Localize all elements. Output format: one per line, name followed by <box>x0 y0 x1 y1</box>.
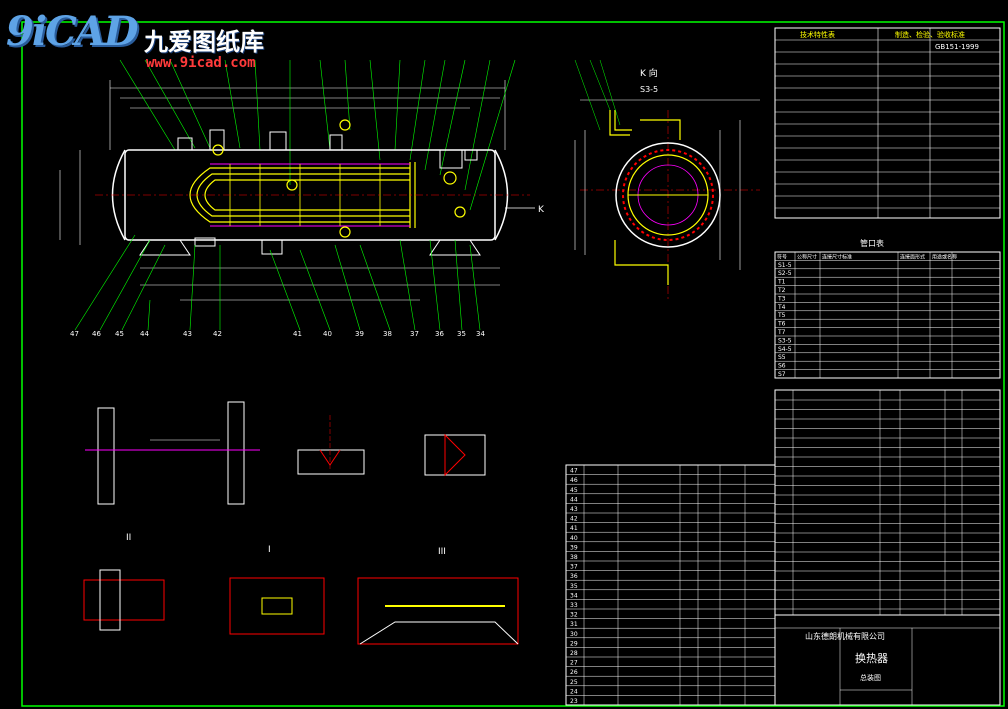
nozzle-symbol: S4-5 <box>778 346 792 353</box>
part-number: 39 <box>570 544 578 551</box>
nozzle-header: 公称尺寸 <box>797 253 817 260</box>
part-number: 43 <box>570 506 578 513</box>
detail-II: II <box>126 533 131 543</box>
nozzle-symbol: T3 <box>777 295 786 302</box>
part-number: 36 <box>570 573 578 580</box>
part-number: 28 <box>570 650 578 657</box>
svg-text:44: 44 <box>140 330 149 338</box>
part-number: 38 <box>570 554 578 561</box>
section-view-label: K 向 <box>640 67 658 79</box>
nozzle-symbol: T7 <box>777 329 786 336</box>
nozzle-symbol: T5 <box>777 312 786 319</box>
part-number: 35 <box>570 583 578 590</box>
watermark-url: www.9icad.com <box>146 55 256 71</box>
part-number: 24 <box>570 688 578 695</box>
svg-text:47: 47 <box>70 330 79 338</box>
part-number: 27 <box>570 660 578 667</box>
part-number: 46 <box>570 477 578 484</box>
sheet-name: 总装图 <box>860 673 881 682</box>
drawing-border <box>21 21 1005 707</box>
detail-views: II I III <box>83 401 519 645</box>
parts-list-left: 47 46 45 44 43 42 41 40 39 38 37 36 35 34 33 32 31 30 29 28… <box>565 464 776 706</box>
watermark-logo-mark: 9iCAD <box>6 8 139 55</box>
svg-text:35: 35 <box>457 330 466 338</box>
watermark-site-name: 九爱图纸库 <box>144 28 264 56</box>
svg-text:41: 41 <box>293 330 302 338</box>
svg-text:40: 40 <box>323 330 332 338</box>
part-number: 44 <box>570 496 578 503</box>
svg-text:43: 43 <box>183 330 192 338</box>
nozzle-symbol: S7 <box>778 371 786 378</box>
svg-text:39: 39 <box>355 330 364 338</box>
company-name: 山东德朗机械有限公司 <box>805 631 885 641</box>
tech-table-title: 技术特性表 <box>800 30 835 39</box>
nozzle-table: 管口表 符号 公称尺寸连接尺寸标准 连接面形式用途或名称 S1-5S2-5T1T2T3… <box>774 238 1001 379</box>
svg-text:38: 38 <box>383 330 392 338</box>
detail-I: I <box>268 545 271 555</box>
svg-text:36: 36 <box>435 330 444 338</box>
nozzle-header: 连接面形式 <box>900 253 925 260</box>
nozzle-symbol: S3-5 <box>778 337 792 344</box>
part-number: 30 <box>570 631 578 638</box>
end-view: K 向 S3-5 <box>574 59 760 300</box>
parts-list-right <box>774 389 1001 616</box>
part-number: 29 <box>570 640 578 647</box>
part-number: 26 <box>570 669 578 676</box>
svg-text:46: 46 <box>92 330 101 338</box>
part-number: 37 <box>570 564 578 571</box>
svg-text:45: 45 <box>115 330 124 338</box>
title-block: 山东德朗机械有限公司 换热器 总装图 <box>774 614 1001 706</box>
exchanger-elevation: 47 46 45 44 43 42 41 40 39 38 37 36 35 34 K <box>59 59 545 338</box>
part-number: 23 <box>570 698 578 705</box>
part-number: 47 <box>570 468 578 475</box>
nozzle-symbol: S5 <box>778 354 786 361</box>
part-number: 31 <box>570 621 578 628</box>
nozzle-symbol: S6 <box>778 363 786 370</box>
nozzle-symbol: T1 <box>777 279 786 286</box>
svg-text:42: 42 <box>213 330 222 338</box>
tech-spec-table: 技术特性表 制造、检验、验收标准 GB151-1999 <box>774 27 1001 219</box>
drawing-name: 换热器 <box>855 651 888 665</box>
nozzle-symbol: S2-5 <box>778 270 792 277</box>
part-number: 32 <box>570 612 578 619</box>
tech-table-header2: 制造、检验、验收标准 <box>895 30 965 39</box>
part-number: 45 <box>570 487 578 494</box>
part-number: 40 <box>570 535 578 542</box>
detail-III: III <box>438 547 446 557</box>
nozzle-header: 连接尺寸标准 <box>822 253 852 260</box>
site-watermark: 9iCAD 九爱图纸库 www.9icad.com <box>6 8 306 71</box>
nozzle-header: 符号 <box>777 253 787 260</box>
svg-text:34: 34 <box>476 330 485 338</box>
svg-text:37: 37 <box>410 330 419 338</box>
part-number: 33 <box>570 602 578 609</box>
nozzle-header: 用途或名称 <box>932 253 957 260</box>
part-number: 42 <box>570 516 578 523</box>
part-number: 25 <box>570 679 578 686</box>
part-number: 34 <box>570 592 578 599</box>
nozzle-symbol: T4 <box>777 304 786 311</box>
nozzle-symbol: S1-5 <box>778 262 792 269</box>
section-tag: S3-5 <box>640 85 658 94</box>
part-number: 41 <box>570 525 578 532</box>
standard-code: GB151-1999 <box>935 43 979 51</box>
view-arrow-label: K <box>538 205 545 215</box>
nozzle-symbol: T6 <box>777 321 786 328</box>
nozzle-table-title: 管口表 <box>860 238 884 248</box>
nozzle-symbol: T2 <box>777 287 786 294</box>
